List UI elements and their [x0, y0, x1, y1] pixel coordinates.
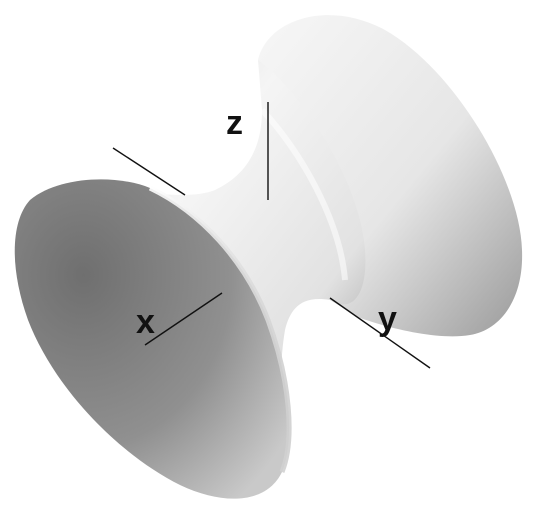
z-axis-label: z — [226, 104, 243, 142]
x-axis-label: x — [136, 303, 155, 341]
y-axis-label: y — [378, 300, 397, 338]
front-flange-rim — [148, 185, 292, 473]
front-flange — [14, 179, 290, 499]
waist-body — [100, 60, 366, 410]
x-axis-line-back — [112, 147, 186, 196]
x-axis-line-front — [144, 292, 223, 346]
y-axis-line — [329, 297, 431, 369]
ridge-highlight — [259, 107, 348, 281]
